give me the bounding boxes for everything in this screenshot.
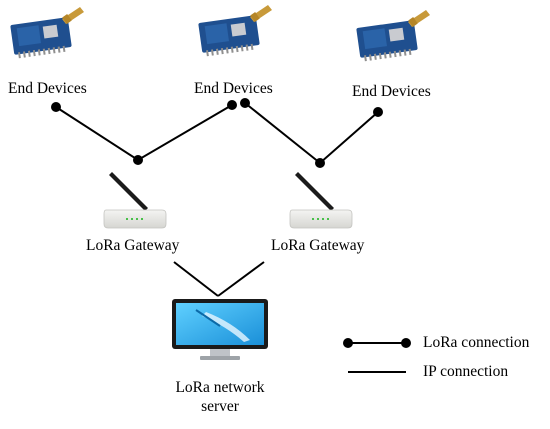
server-monitor-icon (172, 299, 268, 360)
gateway-router-icon-2 (289, 171, 353, 229)
end-devices-label-2: End Devices (194, 80, 273, 97)
gateway-router-icon-1 (103, 171, 167, 229)
lora-link-endpoints (51, 98, 383, 168)
end-devices-label-1: End Devices (8, 80, 87, 97)
end-device-module-icon-2 (198, 5, 272, 57)
server-label-line2: server (201, 398, 239, 415)
end-device-module-icon-1 (10, 7, 85, 59)
server-label-line1: LoRa network (175, 379, 265, 396)
legend-ip-label: IP connection (423, 363, 509, 380)
end-device-module-icon-3 (356, 10, 430, 62)
lora-links-right (244, 102, 379, 165)
legend-lora-label: LoRa connection (423, 334, 530, 351)
legend-lora-line (343, 338, 411, 348)
ip-links (173, 261, 265, 297)
gateway-label-2: LoRa Gateway (271, 237, 365, 254)
lora-links-left (55, 104, 233, 162)
gateway-label-1: LoRa Gateway (86, 237, 180, 254)
end-devices-label-3: End Devices (352, 83, 431, 100)
